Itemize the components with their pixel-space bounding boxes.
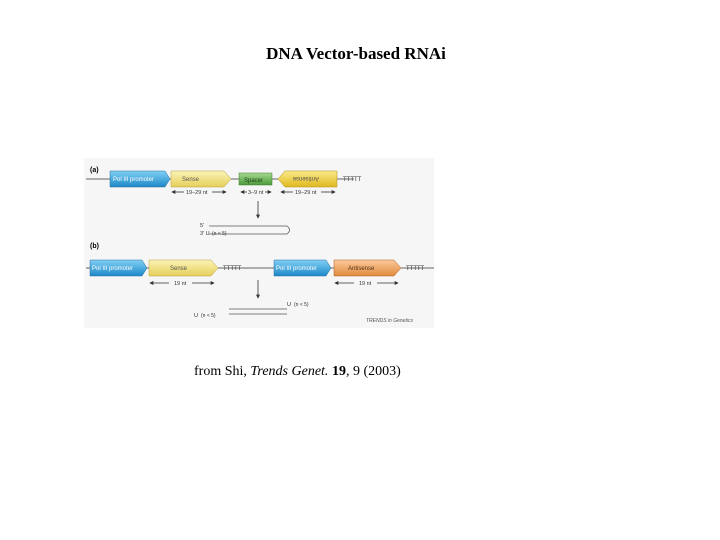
slide-title: DNA Vector-based RNAi	[266, 44, 446, 63]
length-left: 19–29 nt	[186, 190, 208, 196]
hairpin-label: 3' U	[200, 231, 210, 237]
length-right: 19–29 nt	[295, 190, 317, 196]
panel-a-label: (a)	[90, 167, 99, 174]
pol-iii-promoter-box-2	[273, 259, 332, 277]
figure-credit: TRENDS in Genetics	[366, 318, 413, 324]
antisense-label-b: Antisense	[348, 266, 375, 272]
pol-iii-promoter-box-1	[89, 259, 148, 277]
shrna-hairpin	[209, 225, 290, 235]
duplex-top-label: U	[287, 302, 291, 308]
caption-journal: Trends Genet.	[250, 364, 329, 379]
antisense-label: Antisense	[292, 175, 319, 181]
duplex-top-n: (n < 5)	[294, 302, 309, 308]
length-left-b: 19 nt	[174, 281, 187, 287]
rnai-vector-diagram: (a) Pol III promoter Sense Spacer Antise…	[84, 158, 434, 328]
terminator-label-1: TTTTT	[223, 266, 242, 272]
promoter-label: Pol III promoter	[113, 177, 154, 183]
spacer-box	[238, 172, 273, 186]
terminator-label-2: TTTTT	[406, 266, 425, 272]
promoter-label-2: Pol III promoter	[276, 266, 317, 272]
sense-label: Sense	[182, 177, 200, 183]
antisense-box	[277, 170, 338, 188]
svg-text:5': 5'	[200, 223, 204, 229]
caption-prefix: from Shi,	[194, 364, 251, 379]
pol-iii-promoter-box	[109, 170, 171, 188]
duplex-bottom-label: U	[194, 313, 198, 319]
caption-volume: 19	[331, 364, 346, 379]
sense-box	[170, 170, 232, 188]
antisense-box-b	[333, 259, 402, 277]
duplex-bottom-n: (n < 5)	[201, 313, 216, 319]
length-right-b: 19 nt	[359, 281, 372, 287]
sense-box-b	[148, 259, 219, 277]
hairpin-n: (n < 5)	[212, 231, 227, 237]
promoter-label-1: Pol III promoter	[92, 266, 133, 272]
terminator-label: TTTTT	[343, 177, 362, 183]
panel-b-label: (b)	[90, 243, 99, 250]
length-spacer: 3–9 nt	[248, 190, 264, 196]
figure-caption: from Shi, Trends Genet. 19, 9 (2003)	[194, 364, 401, 380]
spacer-label: Spacer	[244, 178, 263, 184]
sense-label-b: Sense	[170, 266, 188, 272]
caption-rest: , 9 (2003)	[345, 364, 401, 379]
